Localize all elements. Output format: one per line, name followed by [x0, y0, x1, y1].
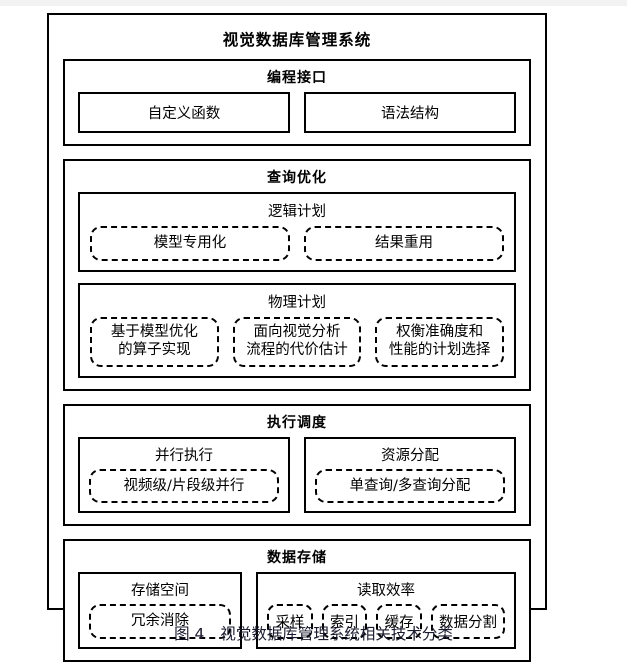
- section-title-data-storage: 数据存储: [267, 550, 327, 567]
- group-resource-allocation: 资源分配 单查询/多查询分配: [304, 436, 516, 514]
- item-model-specialization[interactable]: 模型专用化: [90, 226, 290, 261]
- group-logical-plan: 逻辑计划 模型专用化 结果重用: [78, 192, 516, 272]
- item-index[interactable]: 索引: [321, 604, 368, 640]
- group-title-resource-allocation: 资源分配: [381, 447, 439, 464]
- item-sampling[interactable]: 采样: [267, 604, 313, 640]
- figure-caption-label: 图 4: [174, 625, 205, 643]
- execution-scheduling-pairs: 并行执行 视频级/片段级并行 资源分配 单查询/多查询分配: [65, 436, 529, 525]
- item-accuracy-performance-tradeoff-line2: 性能的计划选择: [388, 342, 491, 359]
- figure-caption-text: 视觉数据库管理系统相关技术分类: [220, 625, 453, 643]
- data-storage-groups: 存储空间 冗余消除 读取效率 采样 索引 缓存 数据分割: [65, 572, 529, 660]
- item-model-optimized-operator[interactable]: 基于模型优化 的算子实现: [90, 316, 219, 367]
- diagram-title: 视觉数据库管理系统: [222, 31, 372, 49]
- item-vision-pipeline-cost-estimation-line1: 面向视觉分析: [253, 323, 341, 340]
- resource-allocation-items: 单查询/多查询分配: [315, 468, 505, 504]
- page-top-strip: [0, 0, 627, 6]
- item-video-clip-level-parallelism[interactable]: 视频级/片段级并行: [89, 468, 279, 504]
- section-programming-interface: 编程接口 自定义函数 语法结构: [63, 59, 531, 146]
- section-title-programming-interface: 编程接口: [267, 70, 327, 86]
- item-vision-pipeline-cost-estimation[interactable]: 面向视觉分析 流程的代价估计: [232, 316, 362, 367]
- programming-interface-items: 自定义函数 语法结构: [65, 92, 529, 144]
- group-title-read-efficiency: 读取效率: [357, 583, 415, 600]
- group-read-efficiency: 读取效率 采样 索引 缓存 数据分割: [256, 572, 516, 650]
- item-cache[interactable]: 缓存: [376, 604, 423, 640]
- physical-plan-items: 基于模型优化 的算子实现 面向视觉分析 流程的代价估计 权衡准确度和 性能的计划…: [90, 316, 505, 367]
- group-parallel-execution: 并行执行 视频级/片段级并行: [78, 436, 290, 514]
- item-syntax-structure[interactable]: 语法结构: [304, 92, 516, 133]
- item-single-multi-query-allocation[interactable]: 单查询/多查询分配: [315, 468, 505, 504]
- section-title-execution-scheduling: 执行调度: [267, 414, 327, 431]
- parallel-execution-items: 视频级/片段级并行: [89, 468, 279, 504]
- group-title-physical-plan: 物理计划: [268, 294, 326, 311]
- group-title-parallel-execution: 并行执行: [155, 447, 213, 464]
- item-data-partitioning[interactable]: 数据分割: [431, 604, 506, 640]
- group-physical-plan: 物理计划 基于模型优化 的算子实现 面向视觉分析 流程的代价估计 权衡准确度和 …: [78, 282, 516, 378]
- diagram-outer-frame: 视觉数据库管理系统 编程接口 自定义函数 语法结构 查询优化 逻辑计划 模型专用…: [47, 13, 547, 662]
- section-title-query-optimization: 查询优化: [267, 170, 327, 186]
- group-storage-space: 存储空间 冗余消除: [78, 572, 242, 650]
- logical-plan-items: 模型专用化 结果重用: [90, 226, 504, 261]
- item-redundancy-elimination[interactable]: 冗余消除: [89, 604, 231, 639]
- section-query-optimization: 查询优化 逻辑计划 模型专用化 结果重用 物理计划 基于模型优化 的算子实现 面…: [63, 159, 531, 391]
- item-accuracy-performance-tradeoff[interactable]: 权衡准确度和 性能的计划选择: [375, 316, 505, 367]
- group-title-storage-space: 存储空间: [131, 583, 189, 600]
- section-execution-scheduling: 执行调度 并行执行 视频级/片段级并行 资源分配 单查询/多查询分配: [63, 403, 531, 527]
- figure-caption: 图 4 视觉数据库管理系统相关技术分类: [0, 622, 627, 644]
- item-model-optimized-operator-line1: 基于模型优化: [110, 323, 198, 340]
- storage-space-items: 冗余消除: [89, 604, 231, 639]
- item-accuracy-performance-tradeoff-line1: 权衡准确度和: [396, 323, 484, 340]
- item-user-defined-function[interactable]: 自定义函数: [78, 92, 290, 133]
- item-model-optimized-operator-line2: 的算子实现: [118, 342, 191, 359]
- group-title-logical-plan: 逻辑计划: [268, 204, 326, 220]
- section-data-storage: 数据存储 存储空间 冗余消除 读取效率 采样 索引 缓存 数据分割: [63, 539, 531, 662]
- item-vision-pipeline-cost-estimation-line2: 流程的代价估计: [246, 342, 348, 359]
- read-efficiency-items: 采样 索引 缓存 数据分割: [267, 604, 506, 640]
- item-result-reuse[interactable]: 结果重用: [304, 226, 504, 261]
